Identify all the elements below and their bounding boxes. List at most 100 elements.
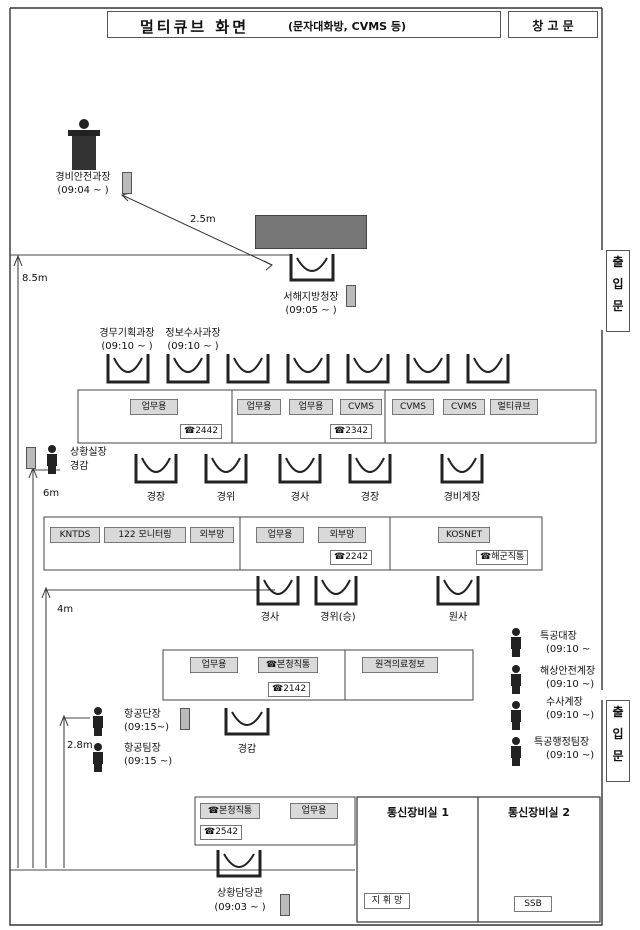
door-char: 문 <box>612 299 624 313</box>
aviation-team-title: 항공팀장 <box>124 743 161 754</box>
door-char: 출 <box>612 255 624 269</box>
person-icon <box>511 701 521 730</box>
label-cvms: CVMS <box>392 399 434 415</box>
door-char: 입 <box>612 277 624 291</box>
door-char: 입 <box>612 727 624 741</box>
label-hq-direct: ☎본청직통 <box>200 803 260 819</box>
distance-2-5m: 2.5m <box>190 214 216 225</box>
header-title: 멀티큐브 화면 <box>140 18 250 36</box>
label-kntds: KNTDS <box>50 527 100 543</box>
distance-4m: 4m <box>57 604 74 615</box>
label-cvms: CVMS <box>340 399 382 415</box>
situation-chief-title: 상황실장 <box>70 447 107 458</box>
special-admin-time: (09:10 ~) <box>546 750 595 761</box>
chair-row4 <box>256 576 480 606</box>
label-work-pc: 업무용 <box>130 399 178 415</box>
label-ssb: SSB <box>514 896 552 912</box>
person-icon <box>511 628 521 657</box>
label-kosnet: KOSNET <box>438 527 490 543</box>
special-leader-time: (09:10 ~ <box>546 644 591 655</box>
person-icon <box>47 445 57 474</box>
phone-device-icon <box>346 285 356 307</box>
label-external-net: 외부망 <box>318 527 366 543</box>
investigation-chief-title: 수사계장 <box>546 697 583 708</box>
door-char: 출 <box>612 705 624 719</box>
person-icon <box>511 737 521 766</box>
label-command-net: 지 휘 망 <box>364 893 410 909</box>
special-admin-title: 특공행정팀장 <box>534 737 590 748</box>
label-work-pc: 업무용 <box>290 803 338 819</box>
maritime-chief-time: (09:10 ~) <box>546 679 595 690</box>
seat-rank: 경장 <box>146 492 166 503</box>
warehouse-door-label: 창 고 문 <box>532 19 574 33</box>
planning-chief-time: (09:10 ~ ) <box>101 341 153 352</box>
label-work-pc: 업무용 <box>190 657 238 673</box>
phone-2142: ☎2142 <box>268 682 311 697</box>
aviation-leader-time: (09:15~) <box>124 722 169 733</box>
commissioner-desk <box>255 215 367 249</box>
seat-rank: 경사 <box>260 612 280 623</box>
seat-rank: 경장 <box>360 492 380 503</box>
seat-rank: 경위(승) <box>320 612 356 623</box>
distance-6m: 6m <box>43 488 60 499</box>
phone-device-icon <box>26 447 36 469</box>
chair-row1 <box>106 354 510 384</box>
comm-room-2-title: 통신장비실 2 <box>507 806 571 819</box>
seat-rank: 경위 <box>216 492 236 503</box>
phone-device-icon <box>180 708 190 730</box>
guard-chief-time: (09:04 ~ ) <box>57 185 109 196</box>
guard-chief-title: 경비안전과장 <box>55 172 111 183</box>
phone-navy-direct: ☎해군직통 <box>476 550 529 565</box>
person-icon <box>93 743 103 772</box>
seat-rank: 경비계장 <box>443 492 481 503</box>
chair-icon <box>224 708 270 736</box>
chair-icon <box>289 254 335 282</box>
situation-officer-title: 상황담당관 <box>217 888 263 899</box>
label-hq-direct: ☎본청직통 <box>258 657 318 673</box>
label-122-monitoring: 122 모니터링 <box>104 527 186 543</box>
phone-device-icon <box>280 894 290 916</box>
label-external-net: 외부망 <box>190 527 234 543</box>
distance-2-8m: 2.8m <box>67 740 93 751</box>
label-work-pc: 업무용 <box>289 399 333 415</box>
distance-8-5m: 8.5m <box>22 273 48 284</box>
label-remote-medical: 원격의료정보 <box>362 657 438 673</box>
chair-icon <box>216 850 262 878</box>
header-subtitle: (문자대화방, CVMS 등) <box>288 20 407 33</box>
person-icon <box>93 707 103 736</box>
warehouse-door-box: 창 고 문 <box>508 11 598 38</box>
person-icon <box>511 665 521 694</box>
intel-chief-time: (09:10 ~ ) <box>167 341 219 352</box>
label-multicube: 멀티큐브 <box>490 399 538 415</box>
special-leader-title: 특공대장 <box>540 631 577 642</box>
intel-chief-title: 정보수사과장 <box>165 328 221 339</box>
planning-chief-title: 경무기획과장 <box>99 328 155 339</box>
seat-rank: 경감 <box>237 744 257 755</box>
entrance-door-lower: 출 입 문 <box>606 700 630 782</box>
seat-rank: 원사 <box>448 612 468 623</box>
commissioner-title: 서해지방청장 <box>283 292 339 303</box>
investigation-chief-time: (09:10 ~) <box>546 710 595 721</box>
situation-officer-time: (09:03 ~ ) <box>214 902 266 913</box>
aviation-leader-title: 항공단장 <box>124 709 161 720</box>
label-cvms: CVMS <box>443 399 485 415</box>
maritime-chief-title: 해상안전계장 <box>540 666 596 677</box>
header-title-box: 멀티큐브 화면 (문자대화방, CVMS 등) <box>107 11 501 38</box>
label-work-pc: 업무용 <box>237 399 281 415</box>
commissioner-time: (09:05 ~ ) <box>285 305 337 316</box>
seat-rank: 경사 <box>290 492 310 503</box>
chair-row2 <box>134 454 484 484</box>
label-work-pc: 업무용 <box>256 527 304 543</box>
podium-icon <box>68 119 100 170</box>
phone-2242: ☎2242 <box>330 550 373 565</box>
situation-chief-rank: 경감 <box>70 461 89 472</box>
phone-2342: ☎2342 <box>330 424 373 439</box>
door-char: 문 <box>612 749 624 763</box>
aviation-team-time: (09:15 ~) <box>124 756 173 767</box>
entrance-door-upper: 출 입 문 <box>606 250 630 332</box>
phone-device-icon <box>122 172 132 194</box>
comm-room-1-title: 통신장비실 1 <box>386 806 450 819</box>
phone-2542: ☎2542 <box>200 825 243 840</box>
phone-2442: ☎2442 <box>180 424 223 439</box>
